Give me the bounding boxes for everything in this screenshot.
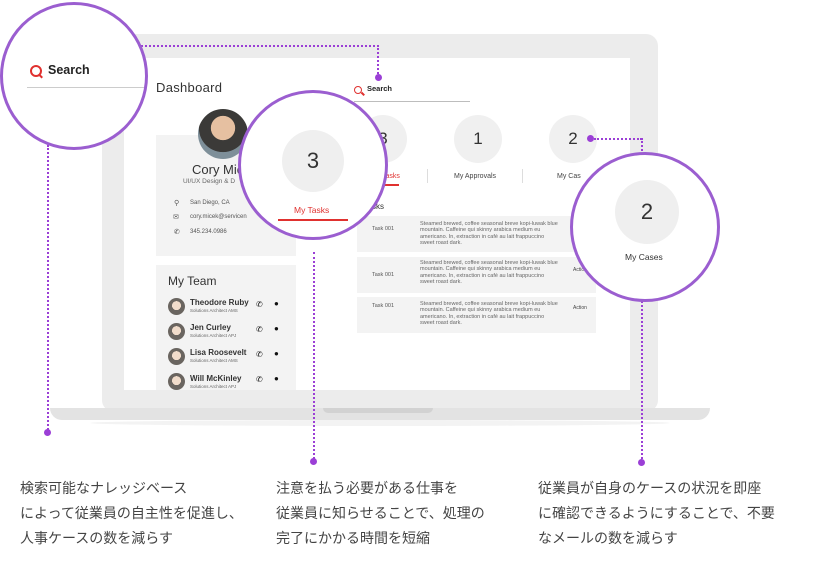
avatar bbox=[168, 373, 185, 390]
laptop-shadow bbox=[90, 420, 670, 426]
tasks-callout-label: My Tasks bbox=[294, 205, 330, 215]
mail-icon: ✉ bbox=[173, 214, 179, 221]
cases-callout-count: 2 bbox=[615, 180, 679, 244]
search-input[interactable]: Search bbox=[354, 84, 470, 102]
team-member-name[interactable]: Jen Curley bbox=[190, 323, 231, 332]
laptop-base bbox=[50, 408, 710, 420]
page-title: Dashboard bbox=[156, 80, 223, 95]
tasks-heading: sks bbox=[372, 202, 384, 211]
connector-dot bbox=[638, 459, 645, 466]
connector-line bbox=[313, 252, 315, 459]
avatar bbox=[168, 298, 185, 315]
search-placeholder: Search bbox=[367, 84, 393, 93]
table-row[interactable]: Task 001 Steamed brewed, coffee seasonal… bbox=[357, 216, 596, 252]
avatar bbox=[168, 348, 185, 365]
phone-icon[interactable]: ✆ bbox=[256, 300, 263, 309]
team-member-role: Solutions Architect AMS bbox=[190, 358, 238, 363]
team-title: My Team bbox=[168, 274, 217, 288]
task-id: Task 001 bbox=[372, 226, 395, 232]
caption-line: 人事ケースの数を減らす bbox=[20, 530, 174, 546]
task-description: Steamed brewed, coffee seasonal breve ko… bbox=[420, 221, 558, 246]
team-member-name[interactable]: Will McKinley bbox=[190, 374, 242, 383]
phone-icon[interactable]: ✆ bbox=[256, 325, 263, 334]
profile-phone[interactable]: 345.234.0986 bbox=[190, 229, 227, 235]
task-description: Steamed brewed, coffee seasonal breve ko… bbox=[420, 301, 558, 326]
location-pin-icon: ⚲ bbox=[174, 200, 180, 207]
caption-line: 検索可能なナレッジベース bbox=[20, 480, 188, 496]
team-member-role: Solutions Architect APJ bbox=[190, 333, 237, 338]
search-caption: 検索可能なナレッジベース によって従業員の自主性を促進し、 人事ケースの数を減ら… bbox=[20, 476, 243, 551]
tasks-callout: 3 My Tasks bbox=[238, 90, 388, 240]
connector-line bbox=[594, 138, 642, 140]
active-tab-underline bbox=[379, 184, 399, 186]
search-icon-handle bbox=[38, 73, 43, 79]
search-icon bbox=[30, 65, 42, 77]
search-icon bbox=[354, 86, 362, 94]
cases-callout-label: My Cases bbox=[625, 252, 663, 262]
chat-icon[interactable]: ● bbox=[274, 299, 279, 308]
connector-line bbox=[133, 45, 379, 47]
cases-callout: 2 My Cases bbox=[570, 152, 720, 302]
team-member-name[interactable]: Lisa Roosevelt bbox=[190, 348, 247, 357]
connector-line bbox=[377, 45, 379, 77]
laptop-notch bbox=[323, 408, 433, 413]
caption-line: によって従業員の自主性を促進し、 bbox=[20, 505, 243, 521]
chat-icon[interactable]: ● bbox=[274, 349, 279, 358]
connector-line bbox=[47, 145, 49, 430]
caption-line: 注意を払う必要がある仕事を bbox=[276, 480, 458, 496]
table-row[interactable]: Task 001 Steamed brewed, coffee seasonal… bbox=[357, 297, 596, 333]
search-callout: Search bbox=[0, 2, 148, 150]
search-underline bbox=[27, 87, 145, 88]
tasks-caption: 注意を払う必要がある仕事を 従業員に知らせることで、処理の 完了にかかる時間を短… bbox=[276, 476, 485, 551]
table-row[interactable]: Task 001 Steamed brewed, coffee seasonal… bbox=[357, 257, 596, 293]
connector-dot bbox=[310, 458, 317, 465]
task-id: Task 001 bbox=[372, 272, 395, 278]
profile-email[interactable]: cory.micek@servicen bbox=[190, 214, 247, 220]
chat-icon[interactable]: ● bbox=[274, 324, 279, 333]
chat-icon[interactable]: ● bbox=[274, 374, 279, 383]
team-member-name[interactable]: Theodore Ruby bbox=[190, 298, 249, 307]
task-action[interactable]: Action bbox=[573, 305, 587, 311]
profile-location: San Diego, CA bbox=[190, 200, 230, 206]
tab-divider bbox=[522, 169, 523, 183]
tab-tasks[interactable]: Tasks bbox=[382, 173, 400, 180]
caption-line: 従業員に知らせることで、処理の bbox=[276, 505, 485, 521]
team-member-role: Solutions Architect APJ bbox=[190, 384, 237, 389]
tasks-callout-count: 3 bbox=[282, 130, 344, 192]
team-member-role: Solutions Architect AMS bbox=[190, 308, 238, 313]
caption-line: 完了にかかる時間を短縮 bbox=[276, 530, 430, 546]
caption-line: に確認できるようにすることで、不要 bbox=[538, 505, 775, 521]
task-action[interactable]: Actio bbox=[573, 267, 585, 273]
tab-divider bbox=[427, 169, 428, 183]
phone-icon: ✆ bbox=[174, 229, 180, 236]
task-description: Steamed brewed, coffee seasonal breve ko… bbox=[420, 260, 558, 285]
tab-approvals[interactable]: My Approvals bbox=[454, 173, 497, 180]
approvals-count[interactable]: 1 bbox=[454, 115, 502, 163]
tab-cases[interactable]: My Cas bbox=[557, 173, 581, 180]
connector-dot bbox=[587, 135, 594, 142]
active-tab-underline bbox=[278, 219, 348, 221]
phone-icon[interactable]: ✆ bbox=[256, 375, 263, 384]
cases-caption: 従業員が自身のケースの状況を即座 に確認できるようにすることで、不要 なメールの… bbox=[538, 476, 775, 551]
caption-line: なメールの数を減らす bbox=[538, 530, 678, 546]
task-id: Task 001 bbox=[372, 303, 395, 309]
avatar bbox=[168, 323, 185, 340]
search-callout-label: Search bbox=[48, 63, 90, 77]
connector-dot bbox=[44, 429, 51, 436]
dashboard-screen: Dashboard Search Cory Mic UI/UX Design &… bbox=[124, 58, 630, 390]
phone-icon[interactable]: ✆ bbox=[256, 350, 263, 359]
connector-dot bbox=[375, 74, 382, 81]
caption-line: 従業員が自身のケースの状況を即座 bbox=[538, 480, 762, 496]
profile-role: UI/UX Design & D bbox=[183, 178, 236, 185]
profile-name: Cory Mic bbox=[192, 162, 244, 177]
